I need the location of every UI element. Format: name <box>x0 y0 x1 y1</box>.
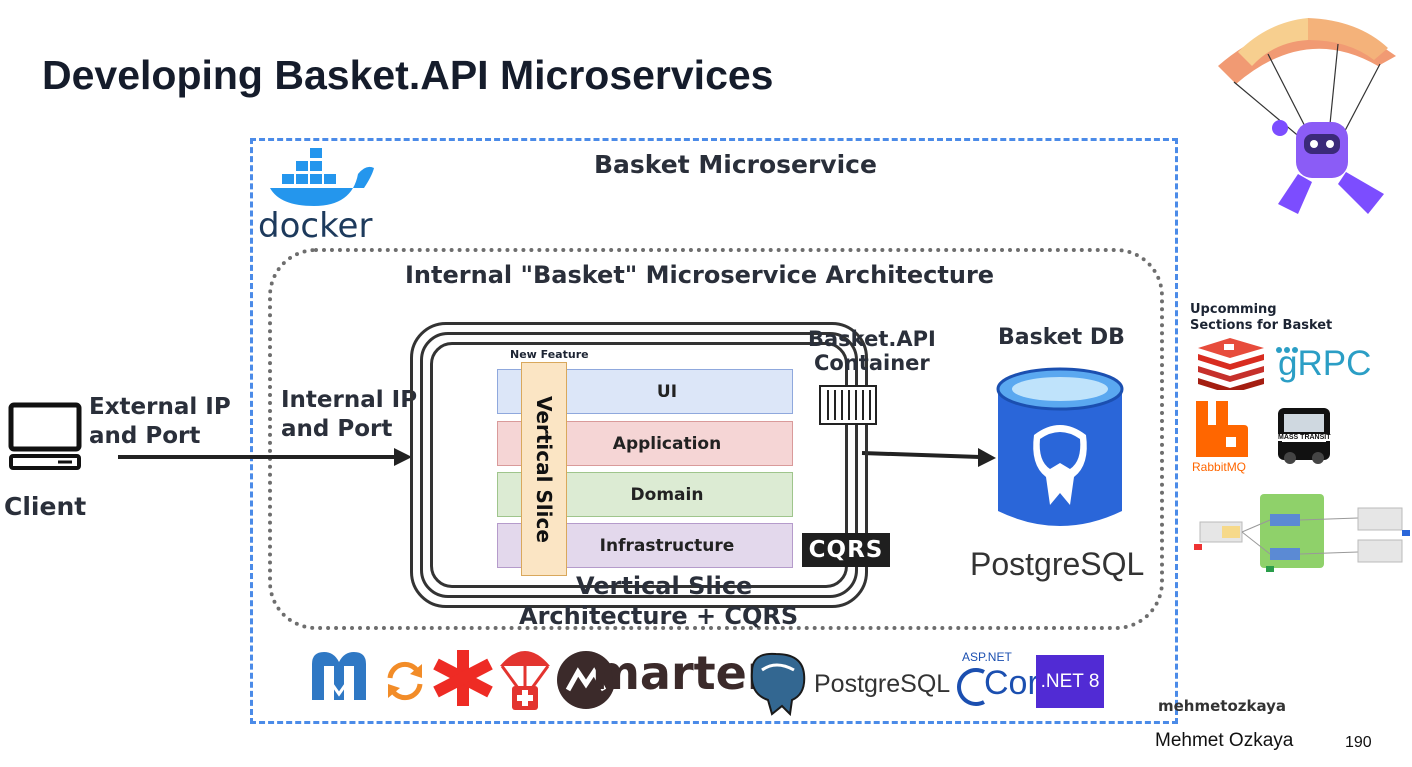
cqrs-badge: CQRS <box>802 533 890 567</box>
postgresql-db-logo: PostgreSQL <box>970 546 1145 582</box>
asterisk-icon <box>433 650 493 706</box>
vertical-slice-bar <box>521 362 567 576</box>
grpc-label: gRPC <box>1278 344 1372 383</box>
masstransit-label: MASS TRANSIT <box>1277 434 1332 441</box>
rabbitmq-icon <box>1196 401 1248 457</box>
basket-microservice-boundary <box>250 138 1178 724</box>
carter-parachute-icon <box>500 651 550 710</box>
client-computer-icon <box>8 402 82 470</box>
docker-label: docker <box>258 206 373 246</box>
dotnet-bot-parachute-icon <box>1218 18 1396 214</box>
dotnet8-badge: .NET 8 <box>1036 655 1104 708</box>
docker-whale-icon <box>270 148 374 206</box>
vertical-slice-label: Vertical Slice <box>532 395 556 543</box>
internal-architecture-boundary <box>268 248 1164 630</box>
container-icon <box>819 385 877 425</box>
new-feature-label: New Feature <box>510 348 589 361</box>
grpc-dots-icon <box>1276 347 1298 353</box>
client-label: Client <box>4 492 87 521</box>
redis-icon <box>1198 338 1264 390</box>
author-name: Mehmet Ozkaya <box>1155 730 1294 751</box>
database-cylinder-icon <box>996 367 1124 526</box>
message-broker-diagram-icon <box>1194 494 1410 572</box>
sync-arrows-icon <box>387 661 423 701</box>
page-number: 190 <box>1345 734 1372 751</box>
marten-label: marten <box>592 646 780 700</box>
marten-logo-icon <box>557 651 615 709</box>
basket-api-container-label: Basket.API Container <box>808 327 936 375</box>
internal-ip-label: Internal IP and Port <box>281 387 418 442</box>
aspnet-label: ASP.NET <box>962 650 1012 664</box>
architecture-label-line2: Architecture + CQRS <box>519 602 799 630</box>
aspnet-core-icon <box>957 668 985 706</box>
basket-db-label: Basket DB <box>998 325 1125 350</box>
mediatr-icon <box>312 652 366 700</box>
rabbitmq-label: RabbitMQ <box>1192 460 1247 474</box>
postgresql-label: PostgreSQL <box>814 670 951 698</box>
internal-architecture-title: Internal "Basket" Microservice Architect… <box>405 261 995 289</box>
vertical-slice-frame-outer <box>410 322 868 608</box>
external-ip-label: External IP and Port <box>89 394 231 449</box>
slide-title: Developing Basket.API Microservices <box>42 52 774 98</box>
upcoming-sections-title: Upcomming Sections for Basket <box>1190 302 1333 333</box>
basket-microservice-title: Basket Microservice <box>594 150 877 179</box>
postgresql-elephant-icon <box>750 652 806 717</box>
architecture-label-line1: Vertical Slice <box>576 572 753 600</box>
vertical-slice-frame-middle <box>420 332 858 598</box>
author-handle: mehmetozkaya <box>1158 697 1287 715</box>
